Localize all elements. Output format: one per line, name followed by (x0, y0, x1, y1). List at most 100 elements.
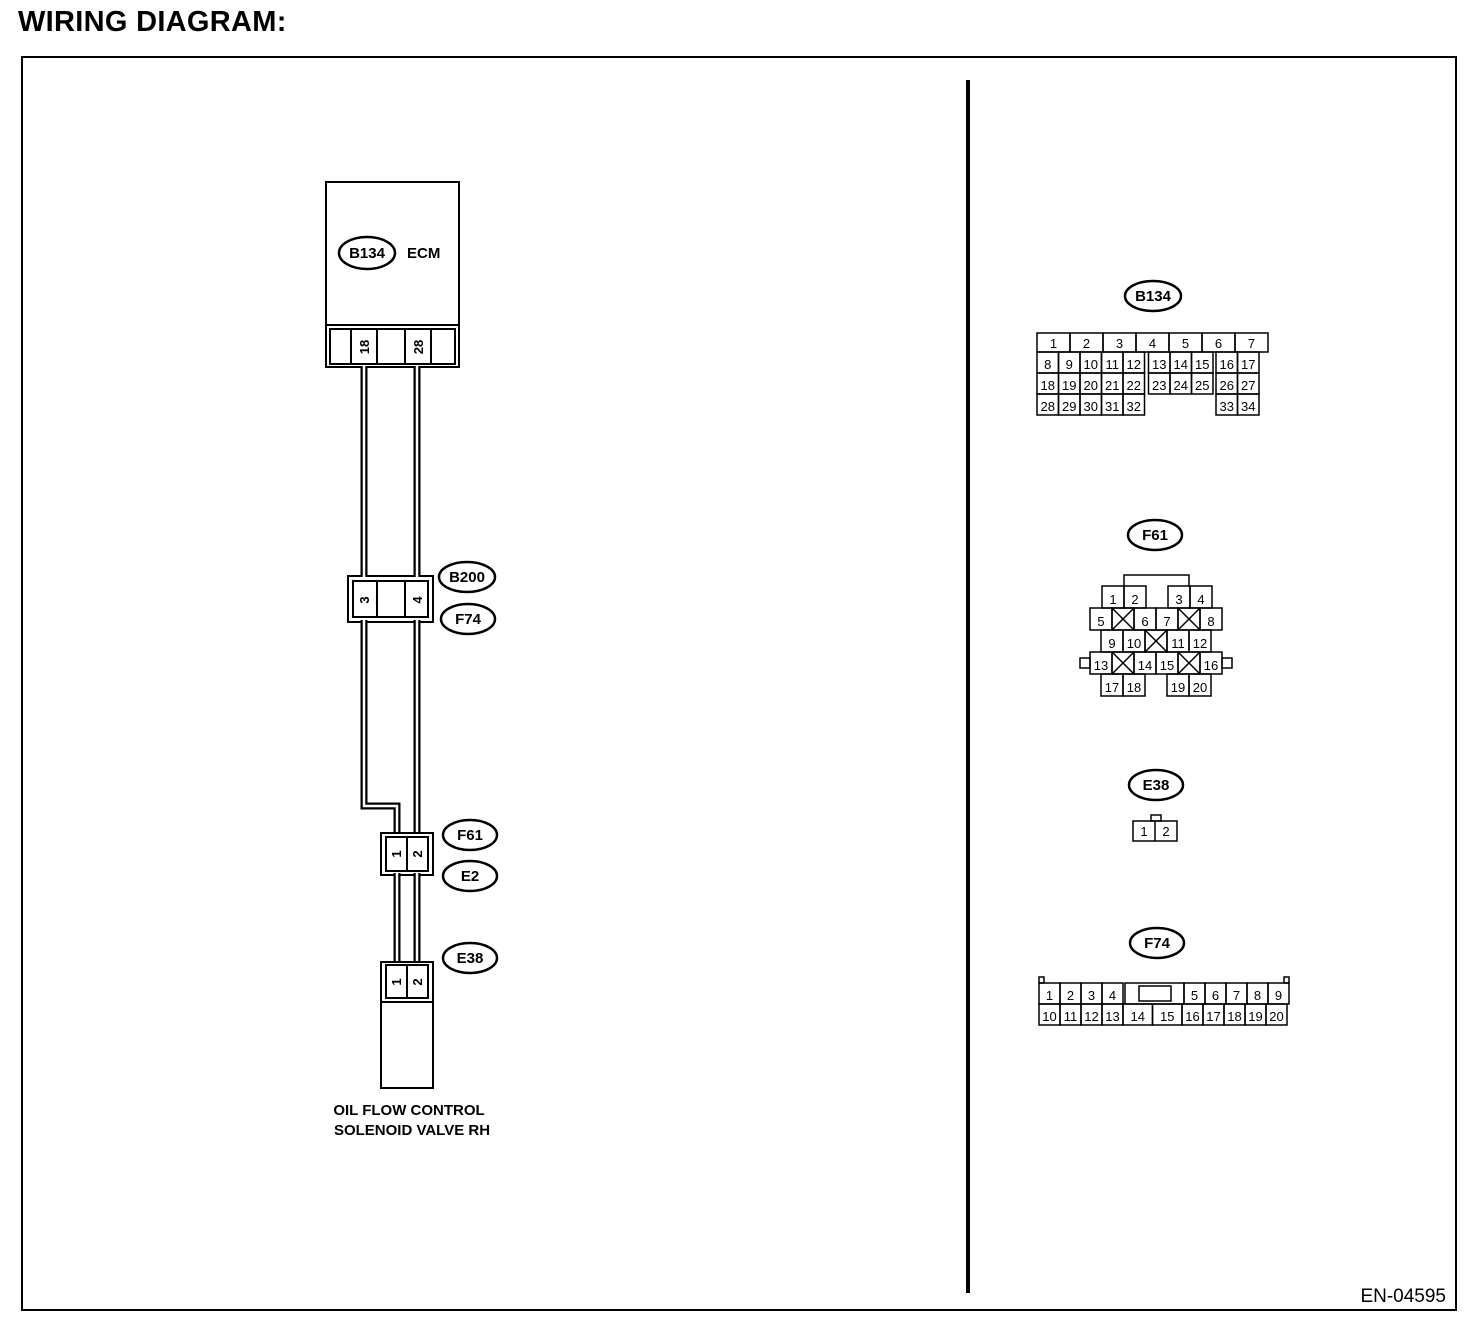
connector-oval-b134 (337, 235, 397, 271)
f61-pin-18: 18 (1127, 680, 1141, 695)
b134-pin-6: 6 (1215, 336, 1222, 351)
f61-pin-2: 2 (1131, 592, 1138, 607)
pin-cell (1265, 1003, 1288, 1026)
f61-pin-9: 9 (1108, 636, 1115, 651)
joint-b200-label: B200 (449, 569, 485, 586)
f74-pin-4: 4 (1109, 988, 1116, 1003)
f74-pin-13: 13 (1105, 1009, 1119, 1024)
b134-pin-9: 9 (1066, 357, 1073, 372)
b134-pin-18: 18 (1041, 378, 1055, 393)
joint-f61-pin-2: 2 (410, 850, 425, 857)
joint-f74-label: F74 (455, 611, 482, 628)
f74-pin-6: 6 (1212, 988, 1219, 1003)
pin-cell (1236, 393, 1260, 416)
f61-pin-13: 13 (1094, 658, 1108, 673)
figure-id: EN-04595 (1360, 1286, 1446, 1307)
connector-view-f74-label: F74 (1144, 935, 1171, 952)
ecm-pin-28: 28 (411, 340, 426, 354)
b134-pin-13: 13 (1152, 357, 1166, 372)
b134-pin-20: 20 (1084, 378, 1098, 393)
b134-pin-4: 4 (1149, 336, 1156, 351)
b134-pin-22: 22 (1127, 378, 1141, 393)
solenoid-pin-1: 1 (389, 978, 404, 985)
b134-pin-7: 7 (1248, 336, 1255, 351)
joint-connector-f61-e2: 1 2 F61 E2 (380, 818, 499, 893)
f74-pin-18: 18 (1227, 1009, 1241, 1024)
f61-pin-12: 12 (1193, 636, 1207, 651)
connector-oval-b200 (437, 560, 497, 594)
f74-pin-1: 1 (1046, 988, 1053, 1003)
f74-pin-3: 3 (1088, 988, 1095, 1003)
b134-pin-21: 21 (1105, 378, 1119, 393)
f74-pin-19: 19 (1248, 1009, 1262, 1024)
b134-pin-27: 27 (1241, 378, 1255, 393)
f61-pin-20: 20 (1193, 680, 1207, 695)
connector-oval-f61 (441, 818, 499, 852)
f74-pin-2: 2 (1067, 988, 1074, 1003)
f61-pin-7: 7 (1163, 614, 1170, 629)
b134-pin-16: 16 (1220, 357, 1234, 372)
b134-pin-19: 19 (1062, 378, 1076, 393)
f74-pin-17: 17 (1206, 1009, 1220, 1024)
f74-corner-tab (1283, 976, 1290, 984)
f61-pin-15: 15 (1160, 658, 1174, 673)
f61-pin-16: 16 (1204, 658, 1218, 673)
b134-pin-34: 34 (1241, 399, 1255, 414)
f61-pin-14: 14 (1138, 658, 1152, 673)
joint-connector-b200-f74: 3 4 B200 F74 (347, 560, 497, 636)
f61-pin-5: 5 (1097, 614, 1104, 629)
b134-pin-26: 26 (1220, 378, 1234, 393)
f61-latch (1123, 574, 1190, 587)
f61-side-tab (1221, 657, 1233, 669)
joint-b200-pin-4: 4 (410, 596, 425, 604)
connector-view-b134-label: B134 (1135, 288, 1172, 305)
solenoid-valve: 1 2 E38 OIL FLOW CONTROL SOLENOID VALVE … (333, 941, 499, 1139)
connector-oval-e38 (441, 941, 499, 975)
f74-pin-12: 12 (1084, 1009, 1098, 1024)
f61-pin-8: 8 (1207, 614, 1214, 629)
solenoid-pin-2: 2 (410, 978, 425, 985)
b134-pin-24: 24 (1174, 378, 1188, 393)
solenoid-label-line1: OIL FLOW CONTROL (333, 1102, 484, 1119)
b134-pin-31: 31 (1105, 399, 1119, 414)
b134-pin-10: 10 (1084, 357, 1098, 372)
joint-f61-pin-1: 1 (389, 850, 404, 857)
b134-pin-12: 12 (1127, 357, 1141, 372)
ecm-unit: B134 ECM 18 28 (325, 181, 460, 368)
ecm-connector-label: B134 (349, 245, 386, 262)
ecm-pin-18: 18 (357, 340, 372, 354)
joint-f61-label: F61 (457, 827, 483, 844)
f61-pin-17: 17 (1105, 680, 1119, 695)
b134-pin-28: 28 (1041, 399, 1055, 414)
f61-pin-1: 1 (1109, 592, 1116, 607)
f74-pin-20: 20 (1269, 1009, 1283, 1024)
page-title: WIRING DIAGRAM: (18, 6, 287, 38)
f61-side-tab (1079, 657, 1091, 669)
f74-corner-tab (1038, 976, 1045, 984)
connector-view-e38-label: E38 (1143, 777, 1170, 794)
connector-view-e38: E38 1 2 (1127, 768, 1185, 842)
b134-pin-1: 1 (1050, 336, 1057, 351)
b134-pin-8: 8 (1044, 357, 1051, 372)
pin-cell (1190, 372, 1214, 395)
b134-pin-3: 3 (1116, 336, 1123, 351)
b134-pin-30: 30 (1084, 399, 1098, 414)
pin-cell (1122, 393, 1146, 416)
f74-key (1138, 985, 1172, 1002)
f74-pin-7: 7 (1233, 988, 1240, 1003)
b134-pin-11: 11 (1106, 357, 1120, 372)
connector-oval-e2 (441, 859, 499, 893)
ecm-label: ECM (407, 245, 440, 262)
wire-left-middle (360, 620, 401, 835)
b134-pin-17: 17 (1241, 357, 1255, 372)
f74-pin-5: 5 (1191, 988, 1198, 1003)
b134-pin-2: 2 (1083, 336, 1090, 351)
f74-pin-14: 14 (1131, 1009, 1145, 1024)
f61-pin-3: 3 (1175, 592, 1182, 607)
f61-pin-19: 19 (1171, 680, 1185, 695)
solenoid-connector-label: E38 (457, 950, 484, 967)
joint-e2-label: E2 (461, 868, 479, 885)
